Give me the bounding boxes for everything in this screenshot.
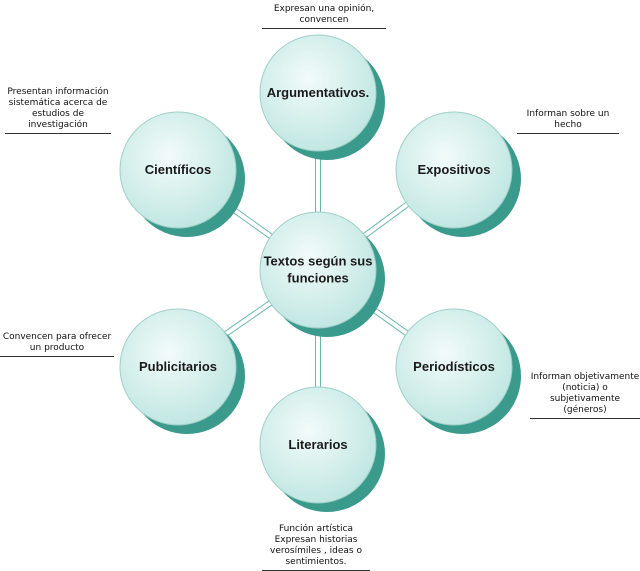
- label-argumentativos: Argumentativos.: [267, 85, 370, 100]
- circle-literarios: [259, 386, 377, 504]
- node-center: Textos según sus funciones: [259, 211, 377, 329]
- note-argumentativos: Expresan una opinión, convencen: [262, 4, 386, 29]
- label-cientificos: Científicos: [145, 162, 211, 177]
- circle-expositivos: [395, 111, 513, 229]
- node-literarios: Literarios: [259, 386, 377, 504]
- label-periodisticos: Periodísticos: [413, 359, 495, 374]
- note-expositivos: Informan sobre un hecho: [517, 109, 619, 134]
- node-publicitarios: Publicitarios: [119, 308, 237, 426]
- circle-publicitarios: [119, 308, 237, 426]
- circle-cientificos: [119, 111, 237, 229]
- node-cientificos: Científicos: [119, 111, 237, 229]
- circle-periodisticos: [395, 308, 513, 426]
- node-argumentativos: Argumentativos.: [259, 34, 377, 152]
- label-publicitarios: Publicitarios: [139, 359, 217, 374]
- note-cientificos: Presentan información sistemática acerca…: [5, 87, 111, 134]
- note-literarios: Función artística Expresan historias ver…: [262, 524, 370, 571]
- circle-argumentativos: [259, 34, 377, 152]
- node-expositivos: Expositivos: [395, 111, 513, 229]
- label-literarios: Literarios: [288, 437, 347, 452]
- label-expositivos: Expositivos: [418, 162, 491, 177]
- note-periodisticos: Informan objetivamente (noticia) o subje…: [530, 372, 640, 419]
- label-center: funciones: [287, 271, 348, 286]
- circles: Argumentativos. ExpositivosPeriodísticosL…: [119, 34, 513, 504]
- node-periodisticos: Periodísticos: [395, 308, 513, 426]
- note-publicitarios: Convencen para ofrecer un producto: [0, 332, 114, 357]
- circle-center: [259, 211, 377, 329]
- label-center: Textos según sus: [264, 254, 373, 269]
